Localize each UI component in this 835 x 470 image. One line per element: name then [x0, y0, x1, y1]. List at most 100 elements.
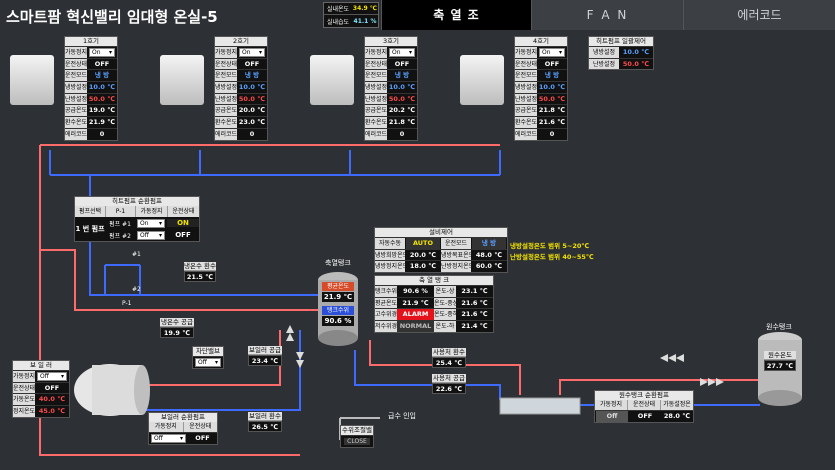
valve-select[interactable]: Off▾ — [195, 357, 221, 367]
row-label: 운전모드 — [65, 70, 87, 82]
p1-tag: P-1 — [122, 300, 132, 307]
row-value[interactable]: 50.0 ℃ — [388, 94, 416, 103]
row-value[interactable]: 냉 방 — [544, 71, 560, 80]
row-label: 운전모드 — [215, 70, 237, 82]
tab-error-code[interactable]: 에러코드 — [683, 0, 835, 30]
row-value: 21.8 ℃ — [538, 106, 566, 115]
mixing-valve-state[interactable]: CLOSE — [344, 437, 370, 445]
return-temp-label: 냉온수 환수 — [184, 262, 216, 271]
boiler-stop-temp[interactable]: 45.0 ℃ — [38, 406, 66, 415]
row-value: 20.0 ℃ — [238, 106, 266, 115]
tank-avg-value: 21.9 ℃ — [322, 292, 354, 302]
row-label: 온도-중상 — [434, 297, 456, 309]
cool-target[interactable]: 20.0 ℃ — [409, 250, 437, 259]
source-pump-select[interactable]: Off — [596, 410, 628, 422]
boiler-supply-label: 보일러 공급 — [248, 346, 282, 355]
row-label: 가동온도 — [13, 394, 35, 406]
row-label: 자동수동 — [375, 238, 405, 249]
unit-power-select[interactable]: On▾ — [239, 47, 265, 57]
unit-title: 3호기 — [365, 37, 417, 46]
row-label: 냉방설정 — [515, 82, 537, 93]
boiler-pump-select[interactable]: Off▾ — [151, 433, 186, 443]
row-label: 가동정지 — [215, 47, 237, 58]
panel-title: 히트펌프 일괄제어 — [589, 37, 653, 46]
boiler-pump-panel: 보일러 순환펌프 가동정지 운전상태 Off▾OFF — [148, 412, 218, 445]
row-label: 운전상태 — [215, 58, 237, 70]
row-value[interactable]: 10.0 ℃ — [238, 82, 266, 91]
col-header: 가동정지 — [154, 423, 177, 430]
row-value[interactable]: 10.0 ℃ — [88, 82, 116, 91]
pump-label: 펌프 #1 — [109, 220, 131, 228]
pump1-select[interactable]: On▾ — [137, 218, 165, 228]
tab-fan[interactable]: F A N — [531, 0, 683, 30]
heatpump-3-icon — [310, 55, 354, 105]
app-title: 스마트팜 혁신밸리 임대형 온실-5 — [6, 8, 218, 26]
row-label: 난방설정 — [65, 93, 87, 105]
row-value[interactable]: 10.0 ℃ — [388, 82, 416, 91]
indoor-temp-label: 실내온도 — [326, 6, 350, 13]
row-value: OFF — [394, 59, 410, 68]
col-header: 가동정지 — [135, 206, 167, 217]
unit-power-select[interactable]: On▾ — [89, 47, 115, 57]
indoor-readouts: 실내온도 34.9 ℃ 실내습도 41.1 % — [323, 2, 379, 28]
row-label: 난방설정 — [215, 93, 237, 105]
source-temp-label: 원수온도 — [764, 351, 796, 360]
col-header: 운전상태 — [627, 400, 660, 410]
row-value: 21.6 ℃ — [461, 298, 488, 307]
row-label: 평균온도 — [375, 297, 397, 309]
pump1-tag: #1 — [132, 251, 141, 258]
unit-power-select[interactable]: On▾ — [539, 47, 565, 57]
mode-toggle[interactable]: 냉 방 — [472, 237, 506, 249]
row-label: 난방설정 — [365, 93, 387, 105]
supply-temp-value: 19.9 ℃ — [160, 327, 194, 338]
col-header: 운전상태 — [182, 422, 218, 432]
heatpump-4-icon — [460, 55, 504, 105]
row-value[interactable]: 10.0 ℃ — [538, 82, 566, 91]
tank-level-label: 탱크수위 — [322, 306, 354, 315]
boiler-pump-state: OFF — [195, 433, 210, 442]
heat-stop[interactable]: 60.0 ℃ — [475, 262, 503, 271]
tank-level-value: 90.6 % — [322, 316, 354, 326]
source-pump-state: OFF — [637, 411, 653, 420]
row-label: 냉방희망온도 — [375, 249, 405, 261]
row-value[interactable]: 냉 방 — [244, 71, 260, 80]
row-label: 환수온도 — [365, 117, 387, 128]
row-label: 온도-중하 — [434, 309, 456, 321]
boiler-state: OFF — [44, 383, 60, 392]
cool-stop[interactable]: 18.0 ℃ — [409, 262, 437, 271]
boiler-start-temp[interactable]: 40.0 ℃ — [38, 395, 66, 404]
tab-thermal-storage[interactable]: 축 열 조 — [381, 0, 531, 30]
user-supply-label: 사용처 공급 — [432, 374, 466, 383]
row-value[interactable]: 50.0 ℃ — [238, 94, 266, 103]
row-value[interactable]: 냉 방 — [94, 71, 110, 80]
boiler-power-select[interactable]: Off▾ — [37, 371, 67, 381]
row-label: 냉방설정 — [65, 82, 87, 93]
row-value: 23.0 ℃ — [238, 117, 266, 126]
pump1-state: ON — [167, 219, 199, 227]
indoor-hum-label: 실내습도 — [326, 18, 350, 26]
row-label: 온도-상 — [434, 286, 456, 297]
row-value: 20.2 ℃ — [388, 106, 416, 115]
row-label: 가동정지 — [365, 47, 387, 58]
batch-heat-setpoint[interactable]: 50.0 ℃ — [622, 59, 650, 68]
row-label: 운전상태 — [65, 58, 87, 70]
auto-manual-toggle[interactable]: AUTO — [406, 237, 440, 249]
batch-cool-setpoint[interactable]: 10.0 ℃ — [622, 47, 650, 56]
unit-power-select[interactable]: On▾ — [389, 47, 415, 57]
unit-title: 4호기 — [515, 37, 567, 46]
row-value[interactable]: 냉 방 — [394, 71, 410, 80]
row-value[interactable]: 50.0 ℃ — [538, 94, 566, 103]
pump-select[interactable]: 1 번 펌프 — [75, 225, 105, 233]
pump2-select[interactable]: Off▾ — [137, 230, 165, 240]
row-value[interactable]: 50.0 ℃ — [88, 94, 116, 103]
row-label: 가동정지 — [13, 371, 35, 382]
tank-avg-label: 평균온도 — [322, 282, 354, 291]
unit-title: 2호기 — [215, 37, 267, 46]
row-label: 에러코드 — [65, 128, 87, 140]
col-header: 펌프선택 — [75, 206, 105, 217]
source-pump-setpoint[interactable]: 28.0 ℃ — [663, 411, 691, 420]
heat-target[interactable]: 48.0 ℃ — [475, 250, 503, 259]
